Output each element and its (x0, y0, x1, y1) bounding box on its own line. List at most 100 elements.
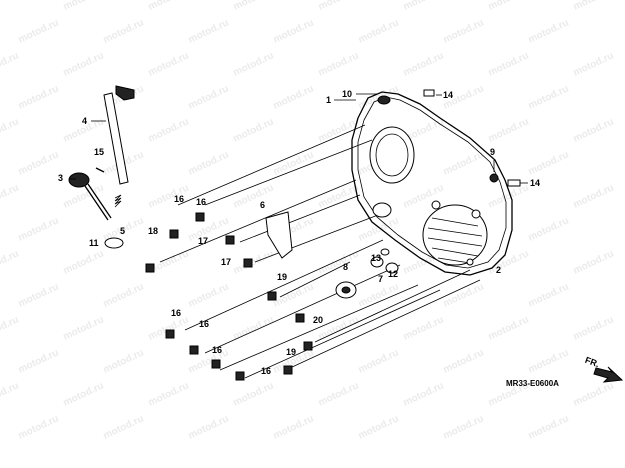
front-direction-arrow: FR. (584, 355, 624, 383)
watermark-text: motod.ru (187, 17, 231, 45)
callout-14-right: 14 (530, 178, 540, 188)
watermark-text: motod.ru (272, 413, 316, 441)
watermark-text: motod.ru (0, 182, 21, 210)
assembly-lines (159, 124, 481, 379)
watermark-text: motod.ru (232, 116, 276, 144)
watermark-text: motod.ru (272, 281, 316, 309)
callout-6: 6 (260, 200, 265, 210)
callout-20: 20 (313, 315, 323, 325)
watermark-text: motod.ru (572, 50, 616, 78)
callout-10: 10 (342, 89, 352, 99)
watermark-text: motod.ru (272, 149, 316, 177)
pin-15 (95, 167, 105, 173)
callout-8: 8 (343, 262, 348, 272)
watermark-text: motod.ru (0, 380, 21, 408)
watermark-text: motod.ru (232, 0, 276, 13)
plug-9 (489, 173, 499, 183)
callout-3: 3 (58, 173, 63, 183)
watermark-text: motod.ru (17, 83, 61, 111)
watermark-text: motod.ru (102, 17, 146, 45)
callout-14-top: 14 (443, 90, 453, 100)
callout-4: 4 (82, 116, 87, 126)
watermark-text: motod.ru (527, 413, 571, 441)
callout-9: 9 (490, 147, 495, 157)
watermark-text: motod.ru (317, 248, 361, 276)
watermark-text: motod.ru (232, 50, 276, 78)
watermark-text: motod.ru (402, 50, 446, 78)
watermark-text: motod.ru (402, 380, 446, 408)
diagram-code: MR33-E0600A (506, 379, 559, 388)
watermark-text: motod.ru (232, 248, 276, 276)
watermark-text: motod.ru (102, 413, 146, 441)
watermark-text: motod.ru (442, 347, 486, 375)
watermark-text: motod.ru (527, 281, 571, 309)
watermark-text: motod.ru (187, 215, 231, 243)
cap-10 (377, 95, 391, 105)
dowel-14a (423, 89, 435, 97)
callout-13: 13 (371, 253, 381, 263)
callout-16-b: 16 (196, 197, 206, 207)
callout-16-c: 16 (171, 308, 181, 318)
callout-16-e: 16 (212, 345, 222, 355)
watermark-text: motod.ru (487, 248, 531, 276)
watermark-text: motod.ru (62, 0, 106, 13)
watermark-text: motod.ru (147, 116, 191, 144)
watermark-text: motod.ru (572, 380, 616, 408)
watermark-text: motod.ru (17, 281, 61, 309)
watermark-text: motod.ru (317, 0, 361, 13)
watermark-text: motod.ru (527, 83, 571, 111)
watermark-text: motod.ru (527, 347, 571, 375)
watermark-text: motod.ru (17, 413, 61, 441)
callout-11: 11 (89, 238, 99, 248)
watermark-text: motod.ru (487, 50, 531, 78)
callout-16-a: 16 (174, 194, 184, 204)
direction-label: FR. (584, 355, 601, 369)
callout-5: 5 (120, 226, 125, 236)
watermark-text: motod.ru (402, 314, 446, 342)
seal-8-center (341, 286, 351, 294)
watermark-text: motod.ru (402, 0, 446, 13)
callout-19-b: 19 (286, 347, 296, 357)
watermark-text: motod.ru (62, 248, 106, 276)
crankcase-cover (351, 91, 513, 276)
watermark-text: motod.ru (187, 149, 231, 177)
callout-18: 18 (148, 226, 158, 236)
watermark-text: motod.ru (317, 380, 361, 408)
watermark-text: motod.ru (357, 347, 401, 375)
callout-12: 12 (388, 269, 398, 279)
watermark-text: motod.ru (487, 314, 531, 342)
washer-12 (385, 262, 399, 274)
watermark-text: motod.ru (62, 380, 106, 408)
watermark-text: motod.ru (272, 17, 316, 45)
watermark-text: motod.ru (17, 215, 61, 243)
callout-17-b: 17 (221, 257, 231, 267)
bracket-6 (265, 211, 293, 259)
watermark-text: motod.ru (357, 413, 401, 441)
dowel-14b (507, 179, 521, 187)
watermark-text: motod.ru (0, 248, 21, 276)
watermark-text: motod.ru (187, 413, 231, 441)
watermark-text: motod.ru (527, 149, 571, 177)
watermark-text: motod.ru (572, 314, 616, 342)
watermark-text: motod.ru (17, 347, 61, 375)
callout-16-d: 16 (199, 319, 209, 329)
watermark-text: motod.ru (527, 17, 571, 45)
watermark-text: motod.ru (317, 182, 361, 210)
watermark-text: motod.ru (317, 50, 361, 78)
watermark-text: motod.ru (487, 182, 531, 210)
watermark-text: motod.ru (102, 281, 146, 309)
o-ring-11 (104, 237, 124, 249)
watermark-text: motod.ru (147, 50, 191, 78)
watermark-text: motod.ru (232, 380, 276, 408)
cover-ribs (427, 217, 483, 264)
callout-labels: 1 2 3 4 5 6 7 8 9 10 11 12 13 14 14 15 1… (58, 89, 540, 376)
callout-19-a: 19 (277, 272, 287, 282)
watermark-text: motod.ru (442, 413, 486, 441)
watermark-text: motod.ru (0, 0, 21, 13)
callout-2: 2 (496, 265, 501, 275)
watermark-text: motod.ru (572, 116, 616, 144)
watermark-text: motod.ru (572, 248, 616, 276)
watermark-text: motod.ru (442, 17, 486, 45)
